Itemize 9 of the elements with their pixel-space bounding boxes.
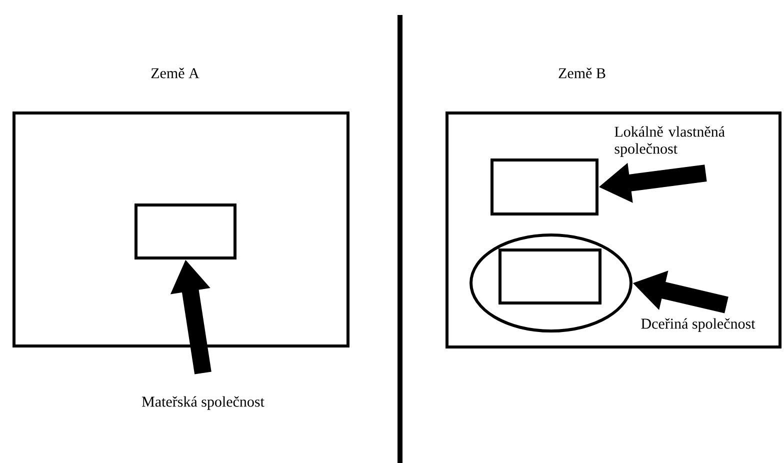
heading: Země A	[151, 68, 200, 78]
box	[490, 158, 598, 216]
heading: Země B	[558, 68, 606, 78]
label: Mateřská společnost	[142, 396, 264, 410]
box	[134, 204, 236, 260]
label: Lokálně vlastněná společnost	[614, 126, 725, 157]
label: Dceřiná společnost	[641, 318, 756, 332]
box	[498, 248, 602, 304]
ellipse	[470, 234, 632, 332]
